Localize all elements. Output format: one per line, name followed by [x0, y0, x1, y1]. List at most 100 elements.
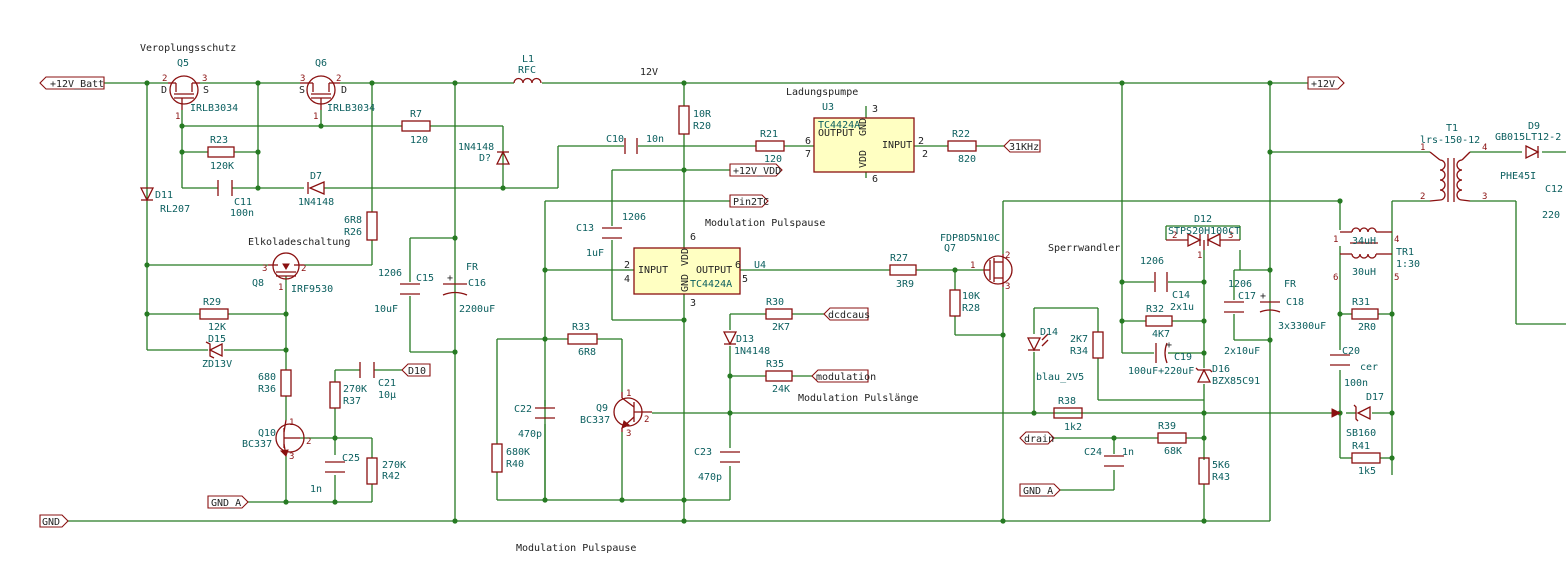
capacitor-c10: C10 10n [606, 134, 664, 154]
tr1-pin-4: 4 [1394, 235, 1399, 245]
net-label-mod-text: modulation [816, 372, 876, 383]
c16-plus: + [447, 273, 453, 284]
t1-value: lrs-150-12 [1420, 135, 1480, 146]
net-label-gnd-text: GND [42, 517, 60, 528]
q6-s: S [299, 85, 305, 96]
c20-ref: C20 [1342, 346, 1360, 357]
capacitor-c23: C23 470p [694, 447, 740, 483]
mosfet-q6: 3 2 1 S D Q6 IRLB3034 [299, 58, 375, 122]
c25-ref: C25 [342, 453, 360, 464]
r42-value: 270K [382, 460, 406, 471]
q6-pin-c: 1 [313, 112, 318, 122]
d16-ref: D16 [1212, 364, 1230, 375]
resistor-r7: R7 120 [401, 109, 431, 146]
net-label-dcdc-text: dcdcaus [828, 310, 870, 321]
net-label-out12: +12V [1307, 76, 1345, 90]
q10-ref: Q10 [258, 428, 276, 439]
net-label-khz: 31KHz [1003, 139, 1041, 153]
u4-pin-6: 6 [735, 260, 741, 271]
t1-pin-2: 2 [1420, 192, 1425, 202]
diode-d7: D7 1N4148 [298, 171, 334, 208]
c17-pkg: 1206 [1228, 279, 1252, 290]
u4-pin-2: 2 [624, 260, 630, 271]
diode-d17: D17 SB160 [1331, 392, 1384, 439]
r34-ref: R34 [1070, 346, 1088, 357]
d12-value: STPS20H100CT [1168, 226, 1240, 237]
c18-plus: + [1260, 291, 1266, 302]
net-label-gnda-left-text: GND_A [211, 498, 241, 509]
tr1-pin-6: 6 [1333, 273, 1338, 283]
q8-pin-b: 2 [301, 264, 306, 274]
c16-value: 2200uF [459, 304, 495, 315]
u4-out-label: OUTPUT [696, 265, 732, 276]
d7-value: 1N4148 [298, 197, 334, 208]
resistor-r28: 10K R28 [949, 289, 980, 317]
resistor-r21: R21 120 [755, 129, 785, 165]
c14-ref: C14 [1172, 290, 1190, 301]
c22-value: 470p [518, 429, 542, 440]
q5-value: IRLB3034 [190, 103, 238, 114]
capacitor-c20: C20 cer 100n [1330, 346, 1378, 389]
tr1-l2: 30uH [1352, 267, 1376, 278]
u3-gnd-label: GND [858, 118, 869, 136]
r30-ref: R30 [766, 297, 784, 308]
u3-val-inner: TC4424A [818, 120, 860, 131]
u3-pin-6b: 6 [872, 174, 878, 185]
q7-pin-2: 2 [1005, 251, 1010, 261]
net-label-gnda-right-text: GND_A [1023, 486, 1053, 497]
c18-value: 3x3300uF [1278, 321, 1326, 332]
t1-ref: T1 [1446, 123, 1458, 134]
d15-ref: D15 [208, 334, 226, 345]
net-label-dcdc: dcdcaus [823, 307, 870, 321]
resistor-r37: 270K R37 [329, 381, 367, 409]
mosfet-q5: 2 3 1 D S Q5 IRLB3034 [161, 58, 238, 122]
r35-value: 24K [772, 384, 790, 395]
resistor-r22: R22 820 [947, 129, 977, 165]
u3-in-label: INPUT [882, 140, 912, 151]
resistor-r26: 6R8 R26 [344, 211, 378, 241]
u4-vdd-label: VDD [680, 248, 691, 266]
r43-ref: R43 [1212, 472, 1230, 483]
dual-diode-d12: 2 1 3 D12 STPS20H100CT [1166, 214, 1240, 261]
tr1-l1: 34uH [1352, 236, 1376, 247]
r34-value: 2K7 [1070, 334, 1088, 345]
resistor-r39: R39 68K [1157, 421, 1187, 457]
r40-value: 680K [506, 447, 530, 458]
resistor-r43: 5K6 R43 [1198, 457, 1230, 485]
wires [68, 82, 1566, 522]
u4-pin-5: 5 [742, 274, 748, 285]
resistor-r33: R33 6R8 [567, 322, 598, 358]
c11-value: 100n [230, 208, 254, 219]
r41-value: 1k5 [1358, 466, 1376, 477]
q8-value: IRF9530 [291, 284, 333, 295]
resistor-r31: R31 2R0 [1351, 297, 1379, 333]
u3-pin-3: 3 [872, 104, 878, 115]
c17-ref: C17 [1238, 291, 1256, 302]
tr1-pin-1: 1 [1333, 235, 1338, 245]
r27-value: 3R9 [896, 279, 914, 290]
section-title-verpolung: Veroplungsschutz [140, 43, 236, 54]
section-title-flyback: Sperrwandler [1048, 243, 1120, 254]
section-title-modlength: Modulation Pulslänge [798, 393, 918, 404]
diode-d11: D11 RL207 [139, 187, 190, 215]
net-label-batt: +12V_Batt [39, 76, 105, 90]
resistor-r35: R35 24K [765, 359, 793, 395]
net-label-pin2tc: Pin2TC [729, 194, 769, 208]
mosfet-q8: 3 2 1 Q8 IRF9530 [252, 252, 333, 295]
phe-note: PHE45I [1500, 171, 1536, 182]
diode-d-unnamed: 1N4148 D? [458, 142, 511, 165]
c18-pkg: FR [1284, 279, 1297, 290]
d15-value: ZD13V [202, 359, 232, 370]
q9-pin-b: 2 [644, 415, 649, 425]
resistor-r32: R32 4K7 [1145, 304, 1173, 340]
q5-s: S [203, 85, 209, 96]
capacitor-c16: + FR C16 2200uF [442, 262, 495, 315]
r20-ref: R20 [693, 121, 711, 132]
dq-ref: D? [479, 153, 491, 164]
r7-ref: R7 [410, 109, 422, 120]
c19-ref: C19 [1174, 352, 1192, 363]
junctions [144, 80, 1395, 524]
c21-ref: C21 [378, 378, 396, 389]
net-label-mod: modulation [811, 369, 876, 383]
net-label-pin2tc-text: Pin2TC [733, 197, 769, 208]
